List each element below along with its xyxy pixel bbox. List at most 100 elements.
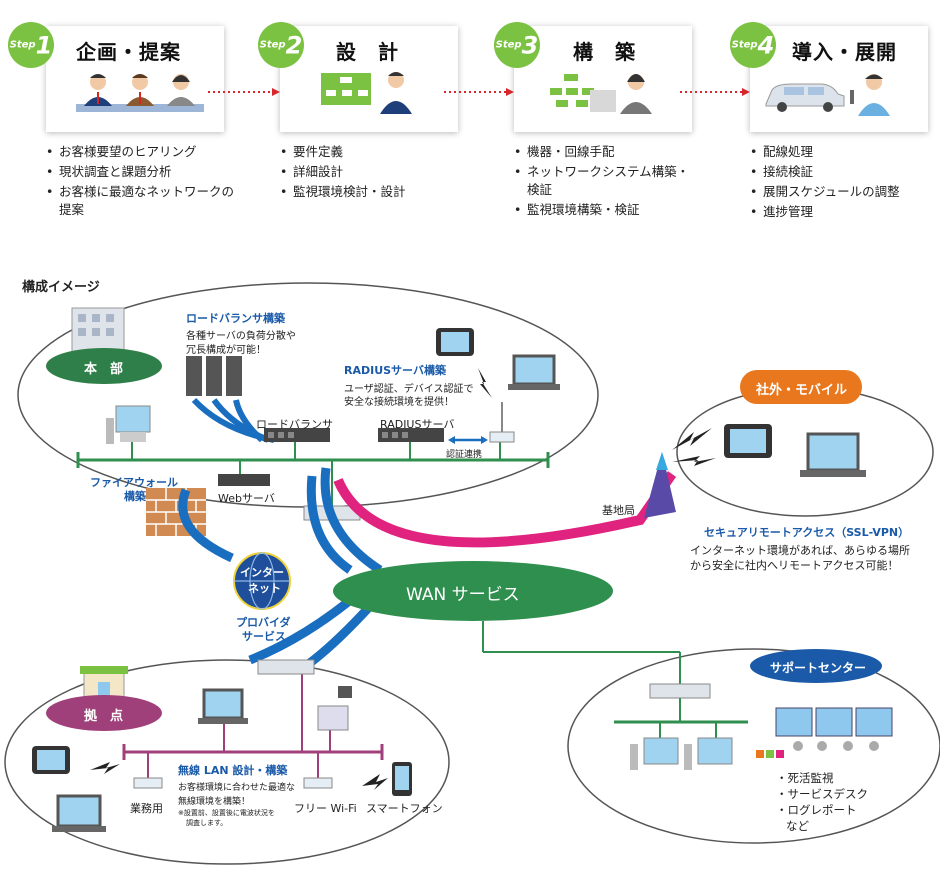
support-ellipse <box>567 648 940 844</box>
wan-curve-2 <box>320 467 383 574</box>
support-label-bg <box>750 649 882 683</box>
step-card <box>514 26 692 132</box>
diagram-heading: 構成イメージ <box>22 280 100 295</box>
wlan-title: 無線 LAN 設計・構築 <box>178 764 288 777</box>
lb-device-label: ロードバランサ <box>256 418 333 431</box>
step-bullets: 機器・回線手配 ネットワークシステム構築・検証 監視環境構築・検証 <box>514 143 694 221</box>
step-title: 導入・展開 <box>792 40 897 64</box>
step-badge: Step2 <box>258 22 304 68</box>
radius-server-icon <box>378 428 444 442</box>
step-badge: Step1 <box>8 22 54 68</box>
status-lights-icon <box>756 750 784 758</box>
signal-lightning-icon <box>672 428 716 466</box>
support-label: サポートセンター <box>770 661 867 675</box>
wlan-note: 調査します。 <box>186 819 228 827</box>
load-balancer-icon <box>264 428 330 442</box>
server-rack-icon <box>186 356 242 396</box>
tablet-icon <box>436 328 474 356</box>
branch-laptop-icon <box>198 688 248 724</box>
laptop-icon <box>508 354 560 390</box>
branch-lightning-icon <box>90 762 388 790</box>
step-title: 構 築 <box>573 40 636 64</box>
honbu-label: 本 部 <box>84 362 124 377</box>
mobile-label-bg <box>740 370 862 404</box>
wan-ellipse <box>333 561 613 621</box>
kyoten-label-bg <box>46 695 162 731</box>
mobile-vpn-curve <box>333 471 677 548</box>
branch-router-icon <box>257 659 315 675</box>
internet-curve <box>178 488 234 563</box>
web-server-icon <box>218 474 270 486</box>
wlan-note: ※設置前、設置後に電波状況を <box>178 809 275 817</box>
build-icon <box>550 74 652 114</box>
mobile-tablet-icon <box>724 424 772 458</box>
monitor-wall-icon <box>775 707 893 751</box>
mobile-laptop-icon <box>800 432 866 477</box>
radius-device-label: RADIUSサーバ <box>380 418 455 431</box>
step-arrows <box>208 88 750 96</box>
support-item: ・死活監視 <box>776 771 834 785</box>
firewall-label: 構築 <box>124 490 146 503</box>
auth-link-label: 認証連携 <box>446 450 483 460</box>
smartphone-icon <box>392 762 412 796</box>
smartphone-label: スマートフォン <box>366 802 443 815</box>
honbu-label-bg <box>46 348 162 384</box>
support-item: ・サービスデスク <box>776 787 868 801</box>
ap-free-wifi-icon <box>303 777 333 789</box>
free-wifi-label: フリー Wi-Fi <box>294 802 357 815</box>
wlan-desc: お客様環境に合わせた最適な <box>178 783 296 793</box>
step-bullets: 要件定義 詳細設計 監視環境検討・設計 <box>280 143 480 203</box>
step-card <box>750 26 928 132</box>
mobile-ellipse <box>676 387 934 517</box>
firewall-label: ファイアウォール <box>90 476 178 489</box>
wan-label: WAN サービス <box>406 585 520 605</box>
building-icon <box>71 307 125 353</box>
base-station-label: 基地局 <box>602 504 635 517</box>
kyoten-label: 拠 点 <box>84 709 124 724</box>
support-pc-icon <box>630 737 679 770</box>
mobile-label: 社外・モバイル <box>756 383 848 398</box>
provider-label: プロバイダ <box>236 616 291 629</box>
lb-desc: 冗長構成が可能！ <box>186 345 266 356</box>
support-item: など <box>786 819 809 833</box>
lb-title: ロードバランサ構築 <box>186 312 285 325</box>
access-point-icon <box>489 402 515 443</box>
provider-label: サービス <box>242 630 286 643</box>
radius-title: RADIUSサーバ構築 <box>344 364 446 377</box>
support-pc-icon <box>684 737 733 770</box>
radius-desc: ユーザ認証、デバイス認証で <box>344 384 474 395</box>
web-server-label: Webサーバ <box>218 492 275 505</box>
lb-arrows <box>191 397 275 443</box>
people-icon <box>76 74 204 112</box>
shop-icon <box>80 666 128 699</box>
step-bullets: お客様要望のヒアリング 現状調査と課題分析 お客様に最適なネットワークの提案 <box>46 143 246 221</box>
branch-laptop-2-icon <box>52 794 106 832</box>
step-badge: Step4 <box>730 22 776 68</box>
internet-label: インター <box>240 566 284 579</box>
step-title: 設 計 <box>336 40 399 64</box>
support-item: ・ログレポート <box>776 803 857 817</box>
wan-curve-1 <box>306 475 353 574</box>
ap-business-icon <box>133 777 163 789</box>
wlan-desc: 無線環境を構築！ <box>178 797 251 807</box>
lb-desc: 各種サーバの負荷分散や <box>186 331 296 342</box>
step-title: 企画・提案 <box>76 40 181 64</box>
design-board-icon <box>319 71 412 114</box>
support-router-icon <box>649 683 711 699</box>
radius-desc: 安全な接続環境を提供！ <box>344 397 454 408</box>
step-bullets: 配線処理 接続検証 展開スケジュールの調整 進捗管理 <box>750 143 940 223</box>
internet-globe-icon <box>233 552 291 610</box>
base-station-icon <box>644 452 676 518</box>
step-badge: Step3 <box>494 22 540 68</box>
ssl-desc: から安全に社内へリモートアクセス可能！ <box>690 559 899 572</box>
pos-terminal-icon <box>317 686 352 731</box>
gyomu-label: 業務用 <box>130 802 163 815</box>
branch-tablet-icon <box>32 746 70 774</box>
pc-icon <box>106 405 151 444</box>
firewall-icon <box>146 488 206 536</box>
branch-curve-1 <box>248 598 351 665</box>
ssl-desc: インターネット環境があれば、あらゆる場所 <box>690 544 910 557</box>
car-worker-icon <box>765 74 890 116</box>
internet-label: ネット <box>248 582 281 595</box>
